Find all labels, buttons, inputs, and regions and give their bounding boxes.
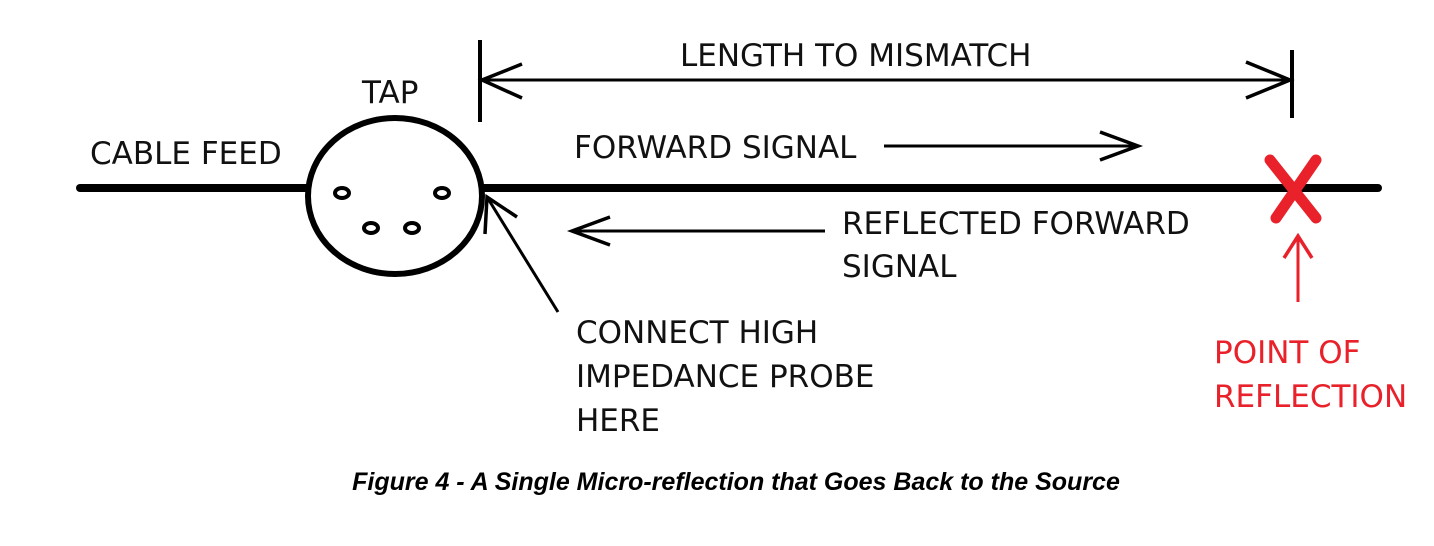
- tap-port-icon: [433, 186, 451, 200]
- tap-port-icon: [362, 221, 380, 235]
- reflected-label-line2: SIGNAL: [842, 249, 957, 285]
- reflection-x-icon: [1264, 154, 1322, 224]
- forward-signal-arrow: [884, 130, 1144, 162]
- length-to-mismatch-label: LENGTH TO MISMATCH: [680, 38, 1031, 74]
- tap-port-icon: [403, 221, 421, 235]
- probe-label-line1: CONNECT HIGH: [576, 315, 818, 351]
- tap-icon: [305, 115, 485, 277]
- length-dimension-arrow: [477, 40, 1295, 122]
- reflected-label-line1: REFLECTED FORWARD: [842, 206, 1190, 242]
- tap-port-icon: [333, 186, 351, 200]
- probe-label-line3: HERE: [576, 403, 660, 439]
- point-of-reflection-label-line1: POINT OF: [1214, 335, 1360, 371]
- probe-pointer-arrow: [483, 193, 560, 313]
- reflected-signal-arrow: [566, 215, 825, 247]
- cable-feed-label: CABLE FEED: [90, 136, 282, 172]
- forward-signal-label: FORWARD SIGNAL: [574, 130, 857, 166]
- reflection-pointer-arrow: [1282, 232, 1314, 302]
- tap-label: TAP: [361, 75, 418, 111]
- probe-label-line2: IMPEDANCE PROBE: [576, 359, 874, 395]
- point-of-reflection-label-line2: REFLECTION: [1214, 379, 1407, 415]
- figure-caption: Figure 4 - A Single Micro-reflection tha…: [352, 468, 1120, 496]
